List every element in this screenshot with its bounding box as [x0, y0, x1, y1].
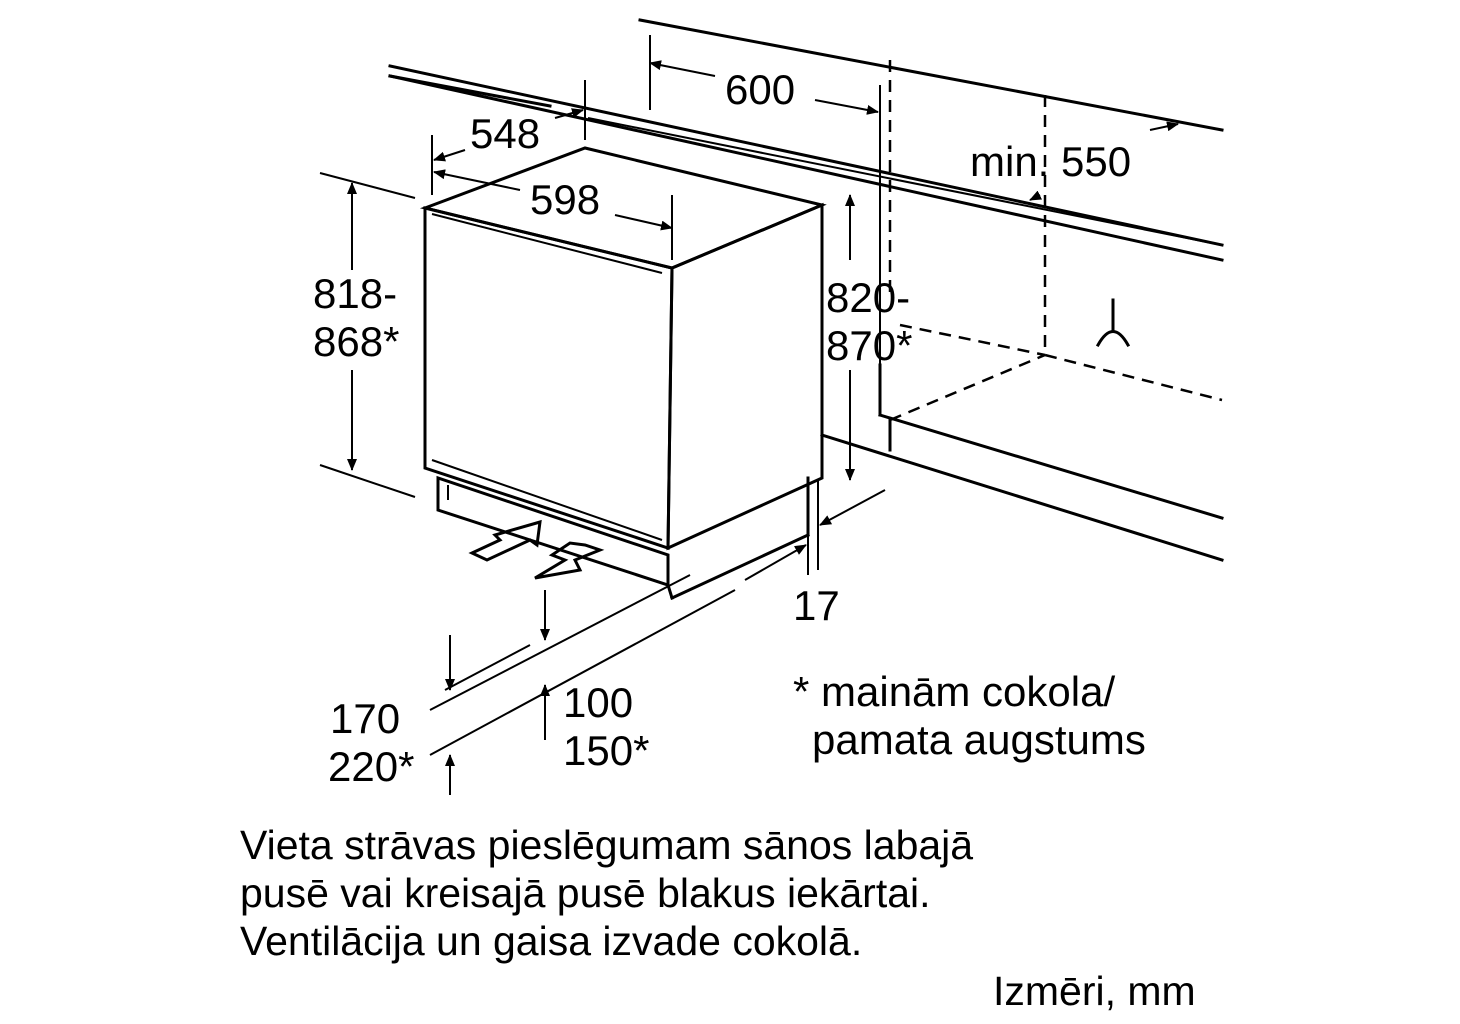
dim-600: 600: [725, 66, 795, 113]
note-line-1: Vieta strāvas pieslēgumam sānos labajā: [240, 822, 974, 868]
units-label: Izmēri, mm: [993, 968, 1196, 1014]
dim-plinth-height-1: 100: [563, 679, 633, 726]
footnote-line-2: pamata augstums: [812, 716, 1146, 763]
niche-cabinet: [820, 60, 1224, 562]
dim-17: 17: [793, 582, 840, 629]
note-line-2: pusē vai kreisajā pusē blakus iekārtai.: [240, 870, 931, 916]
power-socket-icon: [1095, 298, 1131, 348]
dim-598: 598: [530, 176, 600, 223]
appliance-body: [419, 146, 827, 600]
dim-plinth-depth-2: 220*: [328, 743, 414, 790]
dim-plinth-depth-1: 170: [330, 695, 400, 742]
dim-height-right-1: 820-: [826, 274, 910, 321]
dim-min-550: min. 550: [970, 138, 1131, 185]
footnote-line-1: * mainām cokola/: [793, 668, 1115, 715]
ventilation-arrows-icon: [468, 519, 605, 580]
dim-548: 548: [470, 110, 540, 157]
dim-height-right-2: 870*: [826, 322, 912, 369]
dim-height-left-1: 818-: [313, 270, 397, 317]
note-line-3: Ventilācija un gaisa izvade cokolā.: [240, 918, 863, 964]
worktop: [388, 18, 1224, 262]
dim-height-left-2: 868*: [313, 318, 399, 365]
dim-plinth-height-2: 150*: [563, 727, 649, 774]
dimension-lines: [319, 35, 1179, 795]
